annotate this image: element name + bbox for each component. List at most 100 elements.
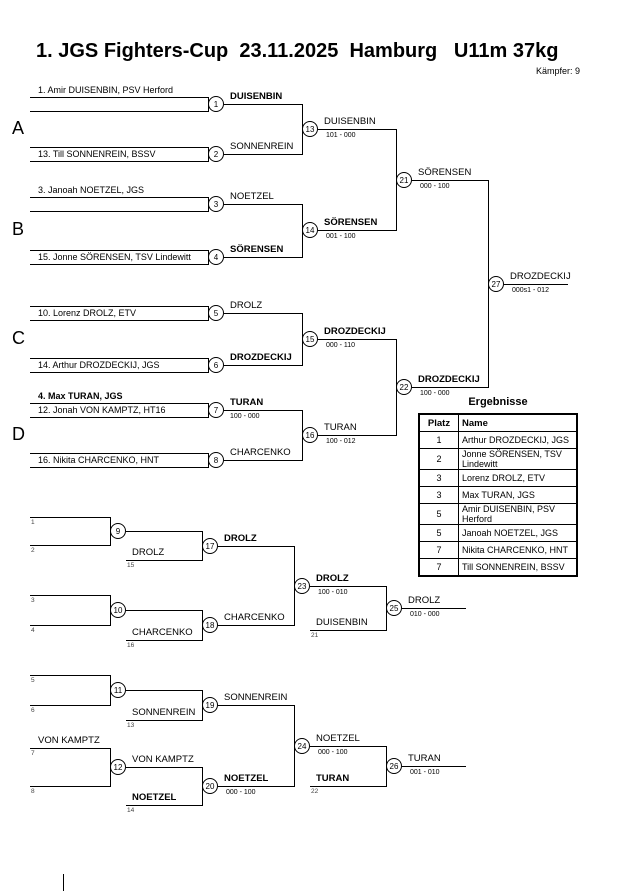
bracket-line bbox=[224, 104, 302, 105]
match-circle-22: 22 bbox=[396, 379, 412, 395]
results-title: Ergebnisse bbox=[468, 396, 528, 408]
result-platz: 5 bbox=[418, 503, 459, 525]
bracket-line bbox=[224, 460, 302, 461]
bracket-line bbox=[224, 365, 302, 366]
winner-label-m5: DROLZ bbox=[230, 300, 263, 311]
winner-label-m23: DROLZ bbox=[316, 573, 349, 584]
winner-label-m13: DUISENBIN bbox=[324, 116, 376, 127]
bracket-line bbox=[30, 250, 208, 251]
bracket-line bbox=[224, 313, 302, 314]
bracket-line bbox=[30, 111, 208, 112]
table-row: 7 Till SONNENREIN, BSSV bbox=[418, 558, 578, 577]
winner-label-m6: DROZDECKIJ bbox=[230, 352, 292, 363]
winner-label-m14: SÖRENSEN bbox=[324, 217, 378, 228]
winner-label-m3: NOETZEL bbox=[230, 191, 274, 202]
drop-label-turan: TURAN bbox=[316, 773, 350, 784]
origin-num-15: 15 bbox=[127, 562, 135, 569]
winner-label-m12: VON KAMPTZ bbox=[132, 754, 194, 765]
bracket-line bbox=[30, 786, 110, 787]
origin-num-4: 4 bbox=[31, 627, 35, 634]
score-m23: 100 - 010 bbox=[318, 589, 348, 596]
result-name: Nikita CHARCENKO, HNT bbox=[458, 541, 578, 559]
results-header-row: Platz Name bbox=[418, 413, 578, 432]
entry-drolz: 10. Lorenz DROLZ, ETV bbox=[38, 308, 137, 318]
group-label-b: B bbox=[12, 219, 25, 239]
origin-num-6: 6 bbox=[31, 707, 35, 714]
match-circle-21: 21 bbox=[396, 172, 412, 188]
bracket-line bbox=[30, 161, 208, 162]
bracket-line bbox=[30, 306, 208, 307]
score-m14: 001 - 100 bbox=[326, 233, 356, 240]
entry-duisenbin: 1. Amir DUISENBIN, PSV Herford bbox=[38, 85, 174, 95]
match-circle-23: 23 bbox=[294, 578, 310, 594]
origin-num-13: 13 bbox=[127, 722, 135, 729]
bracket-line bbox=[218, 625, 294, 626]
bracket-line bbox=[30, 417, 208, 418]
entry-noetzel: 3. Janoah NOETZEL, JGS bbox=[38, 185, 145, 195]
result-name: Till SONNENREIN, BSSV bbox=[458, 558, 578, 577]
score-m13: 101 - 000 bbox=[326, 132, 356, 139]
table-row: 3 Lorenz DROLZ, ETV bbox=[418, 469, 578, 487]
drop-label-duisenbin: DUISENBIN bbox=[316, 617, 368, 628]
drop-label-vonkamptz: VON KAMPTZ bbox=[38, 735, 100, 746]
match-circle-4: 4 bbox=[208, 249, 224, 265]
bracket-line bbox=[30, 97, 208, 98]
result-platz: 5 bbox=[418, 524, 459, 542]
table-row: 3 Max TURAN, JGS bbox=[418, 486, 578, 504]
match-circle-11: 11 bbox=[110, 682, 126, 698]
bracket-line bbox=[30, 453, 208, 454]
bracket-line bbox=[126, 531, 202, 532]
bracket-line bbox=[30, 147, 208, 148]
bracket-line bbox=[126, 720, 202, 721]
group-label-a: A bbox=[12, 118, 25, 138]
winner-label-m21: SÖRENSEN bbox=[418, 167, 472, 178]
bracket-line bbox=[126, 610, 202, 611]
match-circle-24: 24 bbox=[294, 738, 310, 754]
match-circle-5: 5 bbox=[208, 305, 224, 321]
result-platz: 7 bbox=[418, 558, 459, 577]
drop-label-noetzel: NOETZEL bbox=[132, 792, 177, 803]
origin-num-8: 8 bbox=[31, 788, 35, 795]
bracket-line bbox=[224, 257, 302, 258]
bracket-line bbox=[30, 675, 110, 676]
bracket-line bbox=[126, 805, 202, 806]
result-name: Lorenz DROLZ, ETV bbox=[458, 469, 578, 487]
bracket-line bbox=[402, 608, 466, 609]
winner-label-m16: TURAN bbox=[324, 422, 357, 433]
bracket-line bbox=[218, 705, 294, 706]
entry-turan: 4. Max TURAN, JGS bbox=[38, 391, 123, 401]
bracket-line bbox=[310, 746, 386, 747]
group-label-c: C bbox=[12, 328, 25, 348]
drop-label-sonnenrein: SONNENREIN bbox=[132, 707, 196, 718]
match-circle-7: 7 bbox=[208, 402, 224, 418]
bracket-line bbox=[126, 767, 202, 768]
bracket-line bbox=[218, 546, 294, 547]
match-circle-14: 14 bbox=[302, 222, 318, 238]
winner-label-m2: SONNENREIN bbox=[230, 141, 294, 152]
result-name: Arthur DROZDECKIJ, JGS bbox=[458, 431, 578, 449]
bracket-line bbox=[30, 320, 208, 321]
match-circle-18: 18 bbox=[202, 617, 218, 633]
match-circle-13: 13 bbox=[302, 121, 318, 137]
group-label-d: D bbox=[12, 424, 25, 444]
result-name: Amir DUISENBIN, PSV Herford bbox=[458, 503, 578, 525]
match-circle-16: 16 bbox=[302, 427, 318, 443]
bracket-line bbox=[224, 154, 302, 155]
score-m22: 100 - 000 bbox=[420, 390, 450, 397]
page-title: 1. JGS Fighters-Cup 23.11.2025 Hamburg U… bbox=[36, 40, 559, 62]
bracket-line bbox=[30, 625, 110, 626]
match-circle-15: 15 bbox=[302, 331, 318, 347]
table-row: 2 Jonne SÖRENSEN, TSV Lindewitt bbox=[418, 448, 578, 470]
bracket-line bbox=[318, 339, 396, 340]
winner-label-m25: DROLZ bbox=[408, 595, 441, 606]
bracket-line bbox=[402, 766, 466, 767]
match-circle-8: 8 bbox=[208, 452, 224, 468]
result-platz: 1 bbox=[418, 431, 459, 449]
score-m20: 000 - 100 bbox=[226, 789, 256, 796]
score-m26: 001 - 010 bbox=[410, 769, 440, 776]
result-name: Max TURAN, JGS bbox=[458, 486, 578, 504]
origin-num-14: 14 bbox=[127, 807, 135, 814]
winner-label-m24: NOETZEL bbox=[316, 733, 360, 744]
match-circle-17: 17 bbox=[202, 538, 218, 554]
